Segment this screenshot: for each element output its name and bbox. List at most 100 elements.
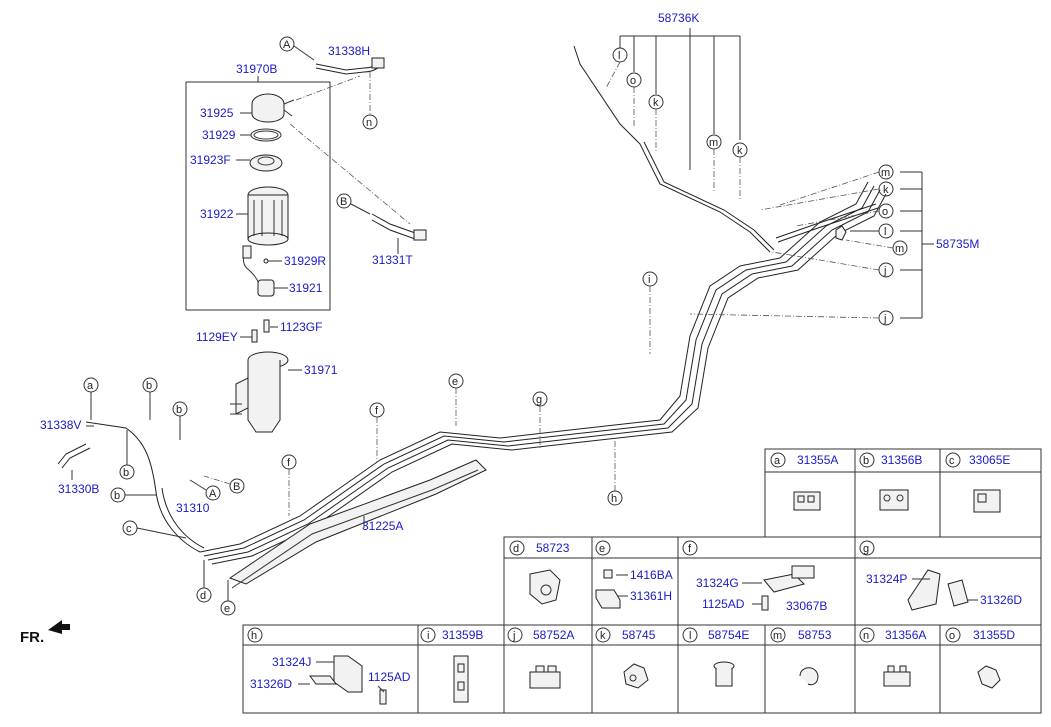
svg-text:31356B: 31356B — [881, 453, 922, 467]
legend-cell-b-top: b 31356B — [859, 452, 922, 511]
svg-text:1125AD: 1125AD — [702, 597, 745, 611]
svg-text:i: i — [648, 274, 650, 286]
fr-label: FR. — [20, 629, 44, 646]
svg-text:m: m — [895, 243, 904, 255]
legend-cell-g: g 31324P 31326D — [859, 540, 1022, 611]
callout-m-r2: m — [845, 239, 908, 256]
svg-text:58753: 58753 — [798, 628, 832, 642]
label-31330B: 31330B — [58, 482, 99, 496]
callout-o-top: o — [626, 72, 642, 128]
callout-m-r1: m — [779, 164, 894, 206]
svg-text:31324J: 31324J — [272, 655, 311, 669]
callout-f-2: f — [369, 402, 385, 462]
hose-31331T — [371, 213, 419, 235]
water-sensor-part — [257, 279, 275, 297]
legend-cell-k: k 58745 — [595, 627, 656, 689]
callout-j-r1: j — [771, 251, 894, 278]
callout-h-line: h — [607, 438, 623, 506]
svg-text:31326D: 31326D — [250, 677, 292, 691]
svg-text:k: k — [883, 184, 889, 196]
callout-A-mid: A — [189, 479, 221, 501]
legend-table — [242, 448, 1042, 714]
svg-text:1125AD: 1125AD — [368, 670, 411, 684]
svg-text:l: l — [689, 630, 691, 642]
frame-rail-part — [228, 459, 487, 589]
callout-e-2: e — [448, 373, 464, 426]
svg-text:b: b — [176, 404, 182, 416]
label-1123GF: 1123GF — [280, 320, 322, 334]
svg-text:c: c — [126, 523, 132, 535]
main-fuel-lines — [57, 45, 887, 565]
svg-text:58723: 58723 — [536, 541, 570, 555]
svg-text:j: j — [883, 313, 886, 325]
svg-text:a: a — [87, 380, 94, 392]
front-arrow-icon — [48, 620, 70, 634]
svg-text:o: o — [949, 630, 955, 642]
svg-text:33065E: 33065E — [969, 453, 1010, 467]
svg-text:B: B — [233, 481, 240, 493]
right-clip-part — [835, 225, 847, 241]
filter-bracket-part — [230, 351, 289, 433]
svg-text:g: g — [536, 394, 542, 406]
svg-text:o: o — [882, 206, 888, 218]
svg-text:k: k — [737, 145, 743, 157]
svg-text:58754E: 58754E — [708, 628, 749, 642]
svg-text:m: m — [709, 137, 718, 149]
label-31971: 31971 — [304, 363, 338, 377]
callout-b-2: b — [172, 401, 188, 440]
callout-d: d — [196, 560, 212, 603]
label-31338H: 31338H — [328, 44, 370, 58]
label-31929R: 31929R — [284, 254, 326, 268]
svg-text:m: m — [881, 167, 890, 179]
svg-text:31359B: 31359B — [442, 628, 483, 642]
legend-cell-f: f 31324G 1125AD 33067B — [682, 540, 827, 613]
svg-text:m: m — [773, 630, 782, 642]
label-31331T: 31331T — [372, 253, 413, 267]
callout-j-r2: j — [689, 310, 894, 326]
svg-text:e: e — [224, 603, 230, 615]
svg-text:n: n — [863, 630, 869, 642]
callout-a: a — [83, 377, 99, 420]
svg-text:g: g — [863, 543, 869, 555]
filter-cartridge-part — [247, 186, 289, 246]
svg-text:b: b — [123, 467, 129, 479]
filter-head-part — [251, 93, 295, 123]
callout-g: g — [532, 391, 548, 448]
svg-text:B: B — [340, 196, 347, 208]
svg-text:j: j — [512, 630, 515, 642]
svg-text:a: a — [774, 455, 781, 467]
svg-text:k: k — [653, 97, 659, 109]
svg-text:h: h — [251, 630, 257, 642]
svg-text:k: k — [600, 630, 606, 642]
svg-text:b: b — [863, 455, 869, 467]
svg-text:j: j — [883, 265, 886, 277]
svg-text:n: n — [366, 117, 372, 129]
hose-31338H — [315, 61, 381, 71]
callout-l-top: l — [605, 47, 628, 89]
callout-B-top — [336, 193, 352, 209]
label-31921: 31921 — [289, 281, 323, 295]
svg-text:31326D: 31326D — [980, 593, 1022, 607]
label-31925: 31925 — [200, 106, 234, 120]
svg-text:31356A: 31356A — [885, 628, 926, 642]
label-31970B: 31970B — [236, 62, 277, 76]
label-31225A: 31225A — [362, 519, 403, 533]
svg-text:58752A: 58752A — [533, 628, 574, 642]
svg-text:58745: 58745 — [622, 628, 656, 642]
label-31929: 31929 — [202, 128, 236, 142]
svg-text:A: A — [209, 488, 217, 500]
svg-text:l: l — [618, 50, 620, 62]
callout-c: c — [122, 520, 187, 539]
callout-k-top-2: k — [732, 142, 748, 200]
svg-text:31324G: 31324G — [696, 576, 739, 590]
legend-cell-n: n 31356A — [859, 627, 926, 687]
svg-text:o: o — [630, 75, 636, 87]
legend-cell-l: l 58754E — [682, 627, 749, 687]
svg-text:f: f — [287, 457, 291, 469]
svg-text:e: e — [452, 376, 458, 388]
svg-text:b: b — [146, 380, 152, 392]
callout-m-top: m — [706, 134, 722, 192]
svg-text:31355A: 31355A — [797, 453, 838, 467]
svg-text:f: f — [375, 405, 379, 417]
